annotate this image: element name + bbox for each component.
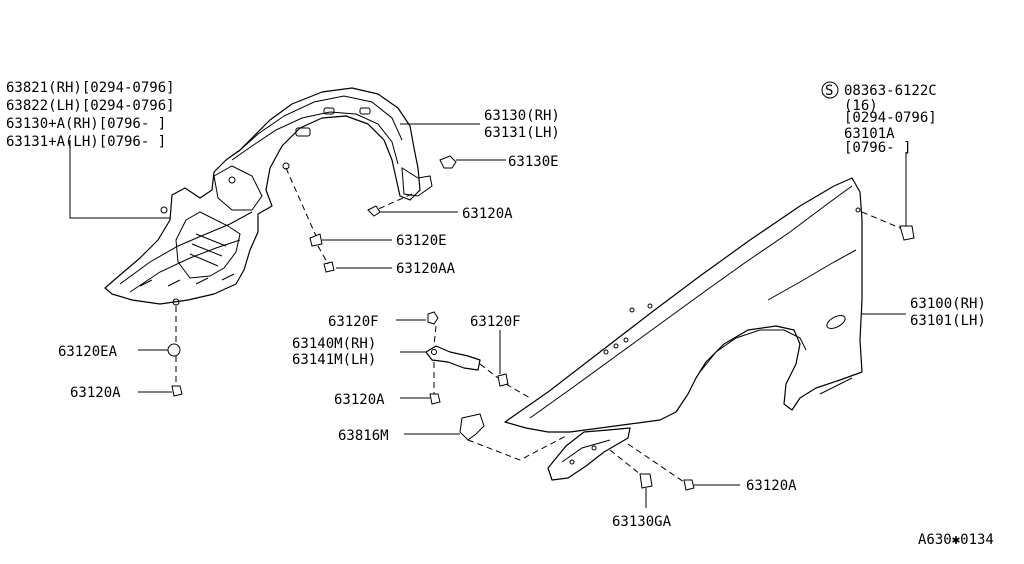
label-63101a-range: [0796- ] <box>844 140 911 156</box>
label-63130e: 63130E <box>508 154 559 170</box>
leader-lines <box>69 123 907 508</box>
label-liner-63131a: 63131+A(LH)[0796- ] <box>6 134 166 150</box>
label-63120f-left: 63120F <box>328 314 379 330</box>
mounting-bracket <box>425 345 481 371</box>
label-screw-qty: (16) <box>844 98 878 114</box>
label-63100-rh: 63100(RH) <box>910 296 986 312</box>
label-63120ea: 63120EA <box>58 344 118 360</box>
label-63120f-right: 63120F <box>470 314 521 330</box>
label-63140m-rh: 63140M(RH) <box>292 336 376 352</box>
label-63120e: 63120E <box>396 233 447 249</box>
label-63130-rh: 63130(RH) <box>484 108 560 124</box>
label-screw-range: [0294-0796] <box>844 110 937 126</box>
label-63120a-bottom: 63120A <box>746 478 797 494</box>
fender-liner <box>104 87 433 306</box>
label-63131-lh: 63131(LH) <box>484 125 560 141</box>
label-63120aa: 63120AA <box>396 261 456 277</box>
screw-symbol-circle <box>821 81 839 99</box>
label-63120a-top: 63120A <box>462 206 513 222</box>
label-63130ga: 63130GA <box>612 514 672 530</box>
diagram-code: A630✱0134 <box>918 532 994 548</box>
hardware <box>167 155 915 491</box>
label-63120a-left: 63120A <box>70 385 121 401</box>
screw-symbol: S <box>825 83 833 99</box>
label-63101-lh: 63101(LH) <box>910 313 986 329</box>
labels: 63821(RH)[0294-0796] 63822(LH)[0294-0796… <box>6 80 994 548</box>
label-liner-63821: 63821(RH)[0294-0796] <box>6 80 175 96</box>
front-fender <box>504 177 863 481</box>
label-63816m: 63816M <box>338 428 389 444</box>
label-08363-6122c: 08363-6122C <box>844 83 937 99</box>
label-63101a: 63101A <box>844 126 895 142</box>
label-63120a-mid: 63120A <box>334 392 385 408</box>
assembly-lines <box>175 167 901 483</box>
label-63141m-lh: 63141M(LH) <box>292 352 376 368</box>
label-liner-63822: 63822(LH)[0294-0796] <box>6 98 175 114</box>
label-liner-63130a: 63130+A(RH)[0796- ] <box>6 116 166 132</box>
